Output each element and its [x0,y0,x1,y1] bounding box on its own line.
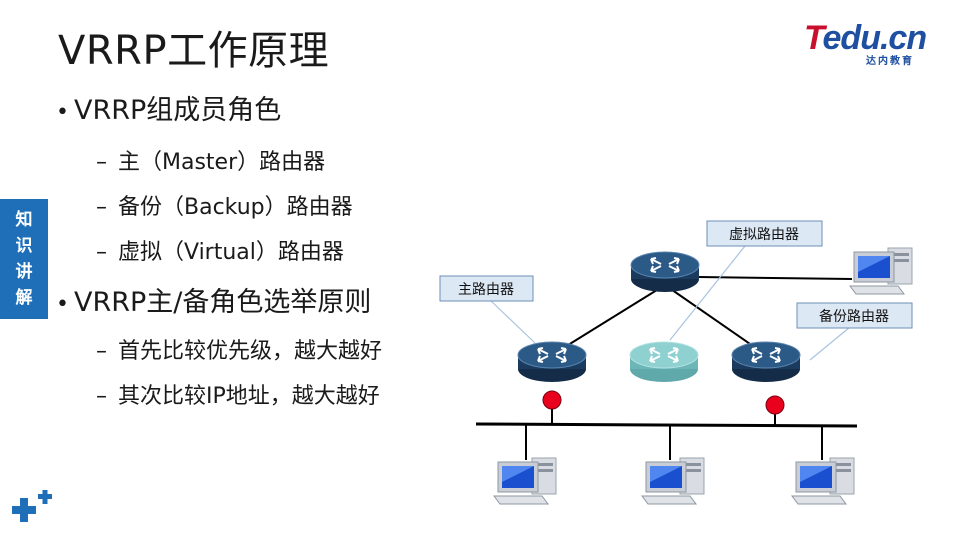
link-upper-pc [697,276,853,280]
section-tag: 知 识 讲 解 [0,199,48,319]
sub-bullet-item: –其次比较IP地址，越大越好 [96,384,380,409]
logo-subtitle: 达内教育 [866,56,914,67]
sub-bullet-item: –备份（Backup）路由器 [96,195,353,220]
section-tag-char: 解 [15,288,33,308]
pointer-backup [809,326,851,361]
svg-text:主路由器: 主路由器 [458,282,514,298]
pc-icon [493,457,557,505]
bullet-item: •VRRP组成员角色 [56,95,282,126]
sub-bullet-item: –虚拟（Virtual）路由器 [96,240,344,265]
link-upper-master [551,284,666,356]
sub-bullet-item: –主（Master）路由器 [96,150,326,175]
virtual-router-label: 虚拟路由器 [706,220,823,247]
pointer-master [489,299,536,344]
svg-text:备份路由器: 备份路由器 [819,308,889,325]
pc-icon [849,247,913,295]
virtual-router-icon [629,341,699,383]
master-router-icon [517,341,587,383]
master-interface-dot [542,390,562,410]
backup-router-icon [731,341,801,383]
backup-interface-dot [765,395,785,415]
plus-decoration-icon [12,490,52,522]
pc-icon [641,457,705,505]
backup-router-label: 备份路由器 [796,302,913,329]
network-diagram: 主路由器 虚拟路由器 备份路由器 [439,220,913,505]
sub-bullet-item: –首先比较优先级，越大越好 [96,339,383,364]
logo-wordmark: Tedu.cn [804,19,927,57]
tedu-logo: Tedu.cn 达内教育 [804,19,939,67]
upper-router-icon [630,251,700,293]
bullet-item: •VRRP主/备角色选举原则 [56,287,372,318]
pointer-virtual [669,245,746,341]
section-tag-char: 知 [15,210,33,230]
section-tag-char: 识 [15,236,33,256]
svg-text:虚拟路由器: 虚拟路由器 [729,227,799,243]
pc-icon [791,457,855,505]
master-router-label: 主路由器 [439,275,534,302]
section-tag-char: 讲 [15,262,33,282]
page-title: VRRP工作原理 [58,28,330,74]
lan-segment [475,422,858,428]
